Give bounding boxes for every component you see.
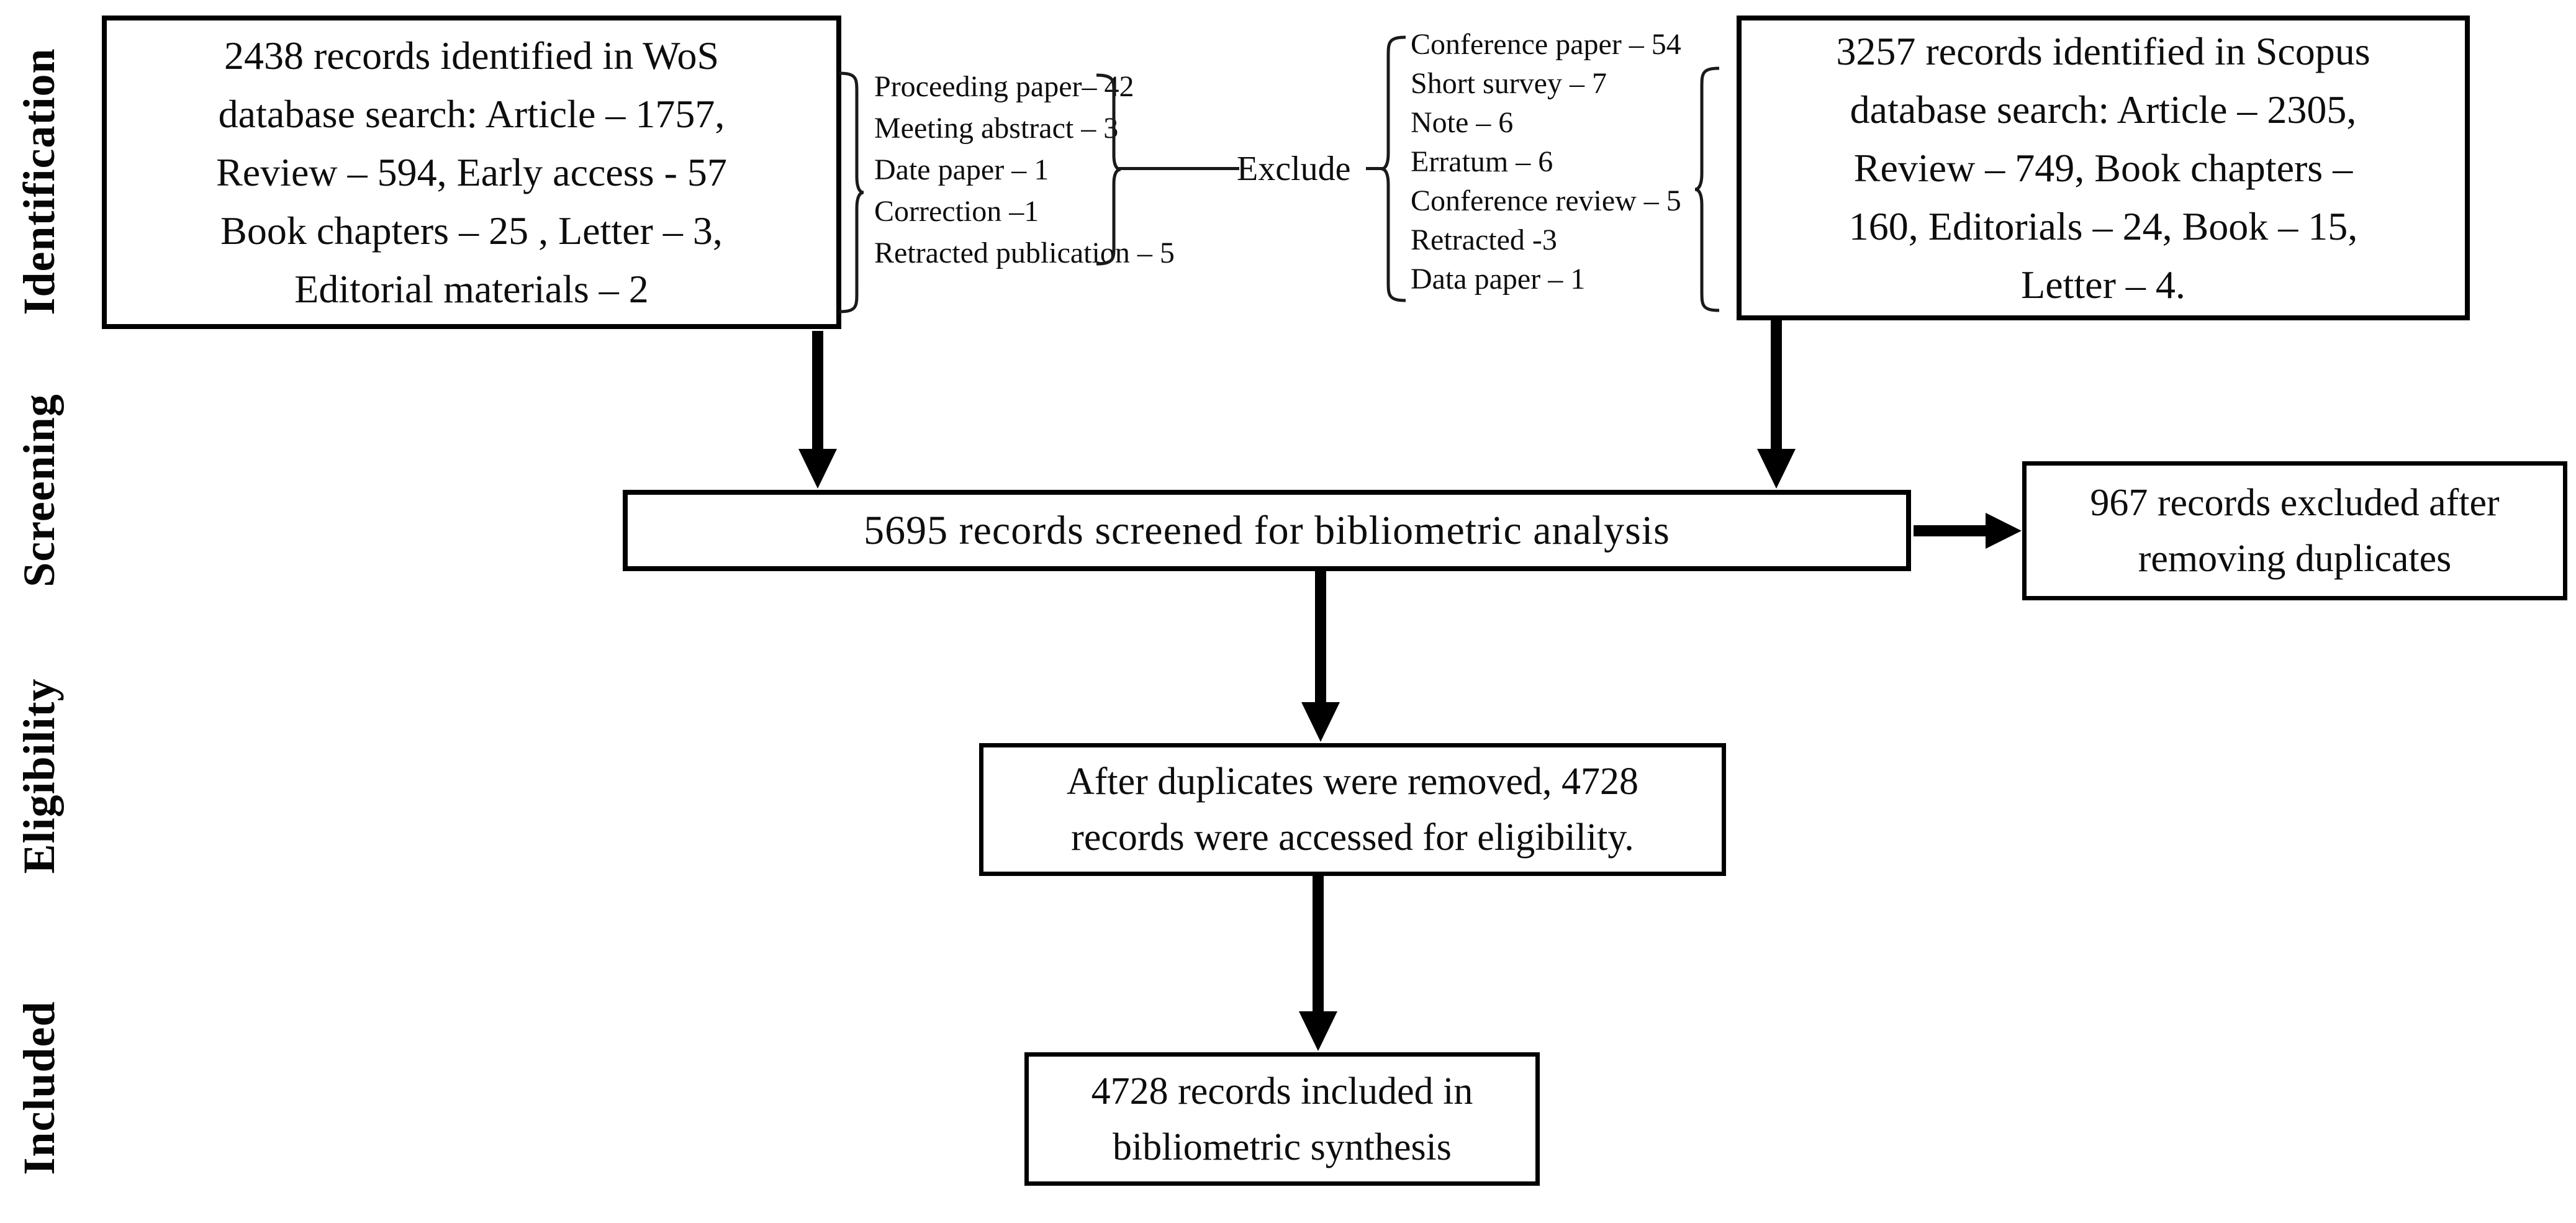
scopus-box-line: 160, Editorials – 24, Book – 15, — [1848, 204, 2358, 248]
list-item: Retracted -3 — [1411, 223, 1557, 256]
list-item: Short survey – 7 — [1411, 67, 1607, 100]
list-item: Data paper – 1 — [1411, 263, 1586, 296]
scopus-exclude-brace — [1381, 35, 1406, 302]
scopus-to-screening-arrowhead — [1757, 449, 1796, 489]
list-item: Conference paper – 54 — [1411, 28, 1681, 61]
exclude-connector-right — [1366, 167, 1383, 170]
eligibility-line: After duplicates were removed, 4728 — [1066, 760, 1639, 803]
stage-label-included: Included — [14, 1001, 64, 1175]
scopus-box-line: Review – 749, Book chapters – — [1853, 145, 2353, 190]
screening-box: 5695 records screened for bibliometric a… — [623, 490, 1911, 571]
scopus-box-line: database search: Article – 2305, — [1850, 87, 2357, 132]
list-item: Correction –1 — [874, 195, 1039, 228]
scopus-box-line: 3257 records identified in Scopus — [1836, 29, 2370, 73]
list-item: Erratum – 6 — [1411, 145, 1553, 178]
wos-records-box: 2438 records identified in WoS database … — [102, 16, 841, 329]
scopus-to-screening-arrow — [1771, 319, 1782, 450]
list-item: Note – 6 — [1411, 106, 1514, 139]
screening-to-eligibility-arrowhead — [1301, 702, 1340, 742]
screening-to-excluded-arrowhead — [1986, 513, 2022, 549]
duplicates-excluded-line: 967 records excluded after — [2090, 482, 2500, 524]
stage-label-screening: Screening — [14, 394, 64, 587]
list-item: Meeting abstract – 3 — [874, 112, 1119, 145]
included-box: 4728 records included in bibliometric sy… — [1024, 1052, 1540, 1186]
included-line: 4728 records included in — [1091, 1070, 1473, 1112]
eligibility-line: records were accessed for eligibility. — [1071, 816, 1634, 859]
wos-box-line: Review – 594, Early access - 57 — [216, 150, 727, 194]
duplicates-excluded-box: 967 records excluded after removing dupl… — [2022, 461, 2567, 600]
scopus-records-box: 3257 records identified in Scopus databa… — [1737, 16, 2470, 320]
wos-list-brace — [839, 71, 864, 314]
list-item: Conference review – 5 — [1411, 184, 1681, 217]
wos-excluded-list: Proceeding paper– 42 Meeting abstract – … — [874, 66, 1175, 274]
stage-label-identification: Identification — [14, 48, 64, 315]
scopus-list-brace — [1694, 66, 1720, 312]
wos-to-screening-arrowhead — [798, 449, 837, 489]
exclude-connector-left — [1118, 167, 1239, 170]
duplicates-excluded-line: removing duplicates — [2138, 538, 2452, 580]
list-item: Proceeding paper– 42 — [874, 70, 1134, 103]
wos-to-screening-arrow — [812, 331, 823, 450]
screening-to-excluded-arrow — [1914, 525, 1987, 536]
eligibility-box: After duplicates were removed, 4728 reco… — [979, 743, 1726, 876]
wos-box-line: 2438 records identified in WoS — [224, 33, 720, 78]
eligibility-to-included-arrow — [1313, 876, 1324, 1013]
eligibility-to-included-arrowhead — [1299, 1011, 1337, 1051]
list-item: Date paper – 1 — [874, 153, 1049, 186]
included-line: bibliometric synthesis — [1113, 1126, 1452, 1168]
list-item: Retracted publication – 5 — [874, 237, 1175, 269]
scopus-excluded-list: Conference paper – 54 Short survey – 7 N… — [1411, 25, 1681, 299]
scopus-box-line: Letter – 4. — [2021, 262, 2185, 307]
wos-box-line: Book chapters – 25 , Letter – 3, — [220, 208, 723, 253]
wos-box-line: Editorial materials – 2 — [294, 266, 649, 311]
screening-to-eligibility-arrow — [1315, 571, 1326, 703]
screening-box-text: 5695 records screened for bibliometric a… — [864, 507, 1670, 553]
wos-box-line: database search: Article – 1757, — [218, 91, 725, 136]
exclude-label: Exclude — [1237, 150, 1351, 188]
stage-label-eligibility: Eligibility — [14, 678, 64, 874]
